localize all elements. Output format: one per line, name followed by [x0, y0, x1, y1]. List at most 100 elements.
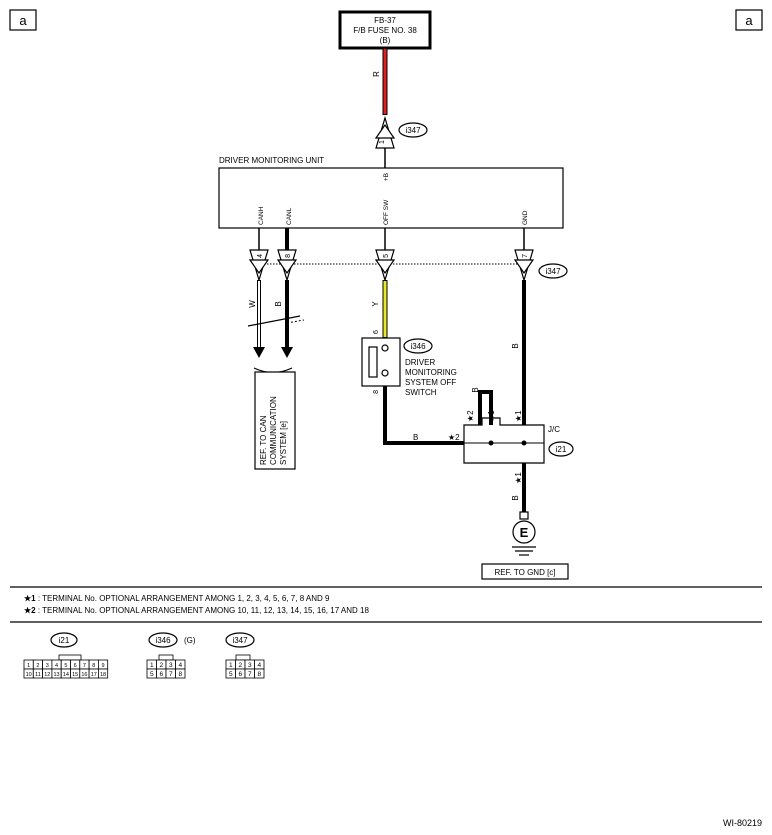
connector-pin-number: 7	[169, 671, 173, 678]
svg-text:FB-37: FB-37	[374, 16, 396, 25]
off-switch: 6 8	[361, 330, 401, 394]
connector-pin-number: 6	[159, 671, 163, 678]
connector-pin-number: 8	[92, 663, 95, 669]
connector-cell	[254, 668, 265, 679]
svg-text:8: 8	[285, 254, 292, 258]
connector-pin-number: 5	[150, 671, 154, 678]
connector-label-i346: i346	[403, 338, 433, 354]
connector-pin-number: 2	[159, 662, 163, 669]
svg-text:B: B	[274, 301, 283, 306]
note-2: ★2 : TERMINAL No. OPTIONAL ARRANGEMENT A…	[24, 606, 369, 615]
svg-text:MONITORING: MONITORING	[405, 368, 457, 377]
svg-text:W: W	[248, 300, 257, 308]
pin-label-plus-b: +B	[383, 173, 390, 181]
pin-label-canh: CANH	[258, 206, 265, 225]
svg-text:i21: i21	[59, 636, 70, 645]
svg-text:(G): (G)	[184, 636, 196, 645]
ground-symbol: E	[512, 511, 536, 556]
connector-pin-number: 18	[100, 672, 106, 678]
svg-text:8: 8	[373, 390, 380, 394]
svg-text:i346: i346	[155, 636, 171, 645]
connector-pin-number: 6	[238, 671, 242, 678]
connector-pin-number: 8	[178, 671, 182, 678]
connector-pin-number: 9	[102, 663, 105, 669]
connector-pin-number: 16	[81, 672, 87, 678]
connector-label-i347-top: i347	[398, 122, 428, 138]
svg-text:★2: ★2	[448, 433, 460, 442]
connector-canh-chevron: 4	[248, 249, 270, 283]
svg-text:7: 7	[522, 254, 529, 258]
connector-gnd-chevron: 7	[513, 249, 535, 283]
svg-text:SYSTEM OFF: SYSTEM OFF	[405, 378, 456, 387]
svg-text:i346: i346	[410, 342, 426, 351]
svg-text:6: 6	[373, 330, 380, 334]
svg-text:B: B	[511, 495, 520, 500]
connector-label-i21: i21	[548, 441, 574, 457]
connector-pin-number: 4	[178, 662, 182, 669]
svg-text:i21: i21	[556, 445, 567, 454]
joint-connector: B ★2 ★1 ★1 J/C	[463, 387, 560, 464]
pin-label-gnd: GND	[522, 210, 529, 225]
connector-pin-number: 3	[46, 663, 49, 669]
svg-text:4: 4	[257, 254, 264, 258]
connector-pin-number: 11	[35, 672, 41, 678]
page-label-right: a	[735, 9, 763, 31]
svg-text:i347: i347	[232, 636, 248, 645]
connector-label-i347: i347	[538, 263, 568, 279]
svg-text:(B): (B)	[380, 36, 391, 45]
page-label-left: a	[9, 9, 37, 31]
svg-text:Y: Y	[371, 301, 380, 307]
svg-text:★2: ★2	[466, 410, 475, 422]
svg-text:COMMUNICATION: COMMUNICATION	[269, 396, 278, 465]
connector-pin-number: 7	[248, 671, 252, 678]
connector-pin-number: 15	[72, 672, 78, 678]
note-1: ★1 : TERMINAL No. OPTIONAL ARRANGEMENT A…	[24, 594, 330, 603]
connector-pin-number: 2	[36, 663, 39, 669]
connector-pin-number: 1	[27, 663, 30, 669]
connector-cell	[175, 668, 186, 679]
connector-pin-number: 1	[229, 662, 233, 669]
figure-code: WI-80219	[723, 818, 762, 828]
connector-canl-chevron: 8	[276, 249, 298, 283]
connector-pin-number: 12	[44, 672, 50, 678]
svg-text:REF. TO GND [c]: REF. TO GND [c]	[494, 568, 555, 577]
svg-text:REF. TO CAN: REF. TO CAN	[259, 415, 268, 465]
svg-text:F/B FUSE NO. 38: F/B FUSE NO. 38	[353, 26, 417, 35]
connector-pin-number: 7	[83, 663, 86, 669]
svg-text:1: 1	[379, 140, 386, 144]
connector-offsw-chevron: 5	[374, 249, 396, 283]
svg-text:B: B	[471, 387, 480, 392]
svg-text:a: a	[745, 13, 753, 28]
svg-text:SYSTEM [e]: SYSTEM [e]	[279, 421, 288, 465]
svg-text:E: E	[520, 525, 529, 540]
connector-pin-number: 3	[169, 662, 173, 669]
ground-reference-box: REF. TO GND [c]	[481, 563, 569, 580]
svg-text:B: B	[511, 343, 520, 348]
switch-ground-wire	[383, 386, 464, 445]
fuse-box: FB-37 F/B FUSE NO. 38 (B)	[338, 10, 432, 50]
svg-text:5: 5	[383, 254, 390, 258]
svg-text:SWITCH: SWITCH	[405, 388, 437, 397]
wire-color-top: R	[372, 71, 381, 77]
unit-title: DRIVER MONITORING UNIT	[219, 156, 324, 165]
switch-label: DRIVER MONITORING SYSTEM OFF SWITCH	[405, 358, 457, 397]
connector-pin-number: 8	[257, 671, 261, 678]
pin-label-canl: CANL	[286, 207, 293, 225]
connector-pin-number: 1	[150, 662, 154, 669]
connector-pin-number: 13	[53, 672, 59, 678]
connector-pin-number: 6	[74, 663, 77, 669]
svg-text:★1: ★1	[514, 410, 523, 422]
svg-text:i347: i347	[405, 126, 421, 135]
connector-top-chevron: 1	[374, 115, 396, 149]
svg-text:DRIVER: DRIVER	[405, 358, 435, 367]
svg-text:a: a	[19, 13, 27, 28]
connector-pin-number: 14	[63, 672, 69, 678]
svg-text:i347: i347	[545, 267, 561, 276]
connector-pin-number: 3	[248, 662, 252, 669]
svg-text:J/C: J/C	[548, 425, 560, 434]
can-reference-box: REF. TO CAN COMMUNICATION SYSTEM [e]	[254, 371, 296, 470]
